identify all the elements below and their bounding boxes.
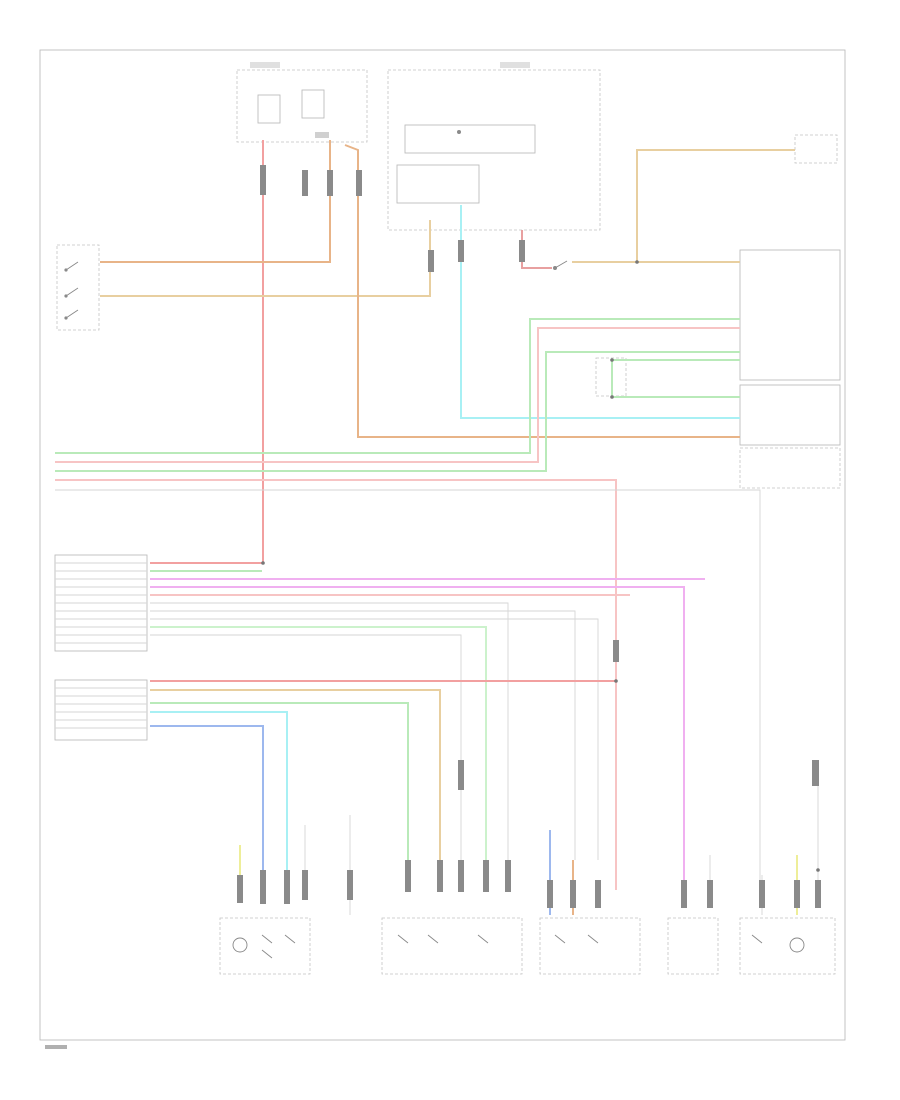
wire-green-top	[55, 318, 740, 454]
passenger-window-switch	[667, 917, 719, 975]
splice-dots	[261, 260, 820, 872]
top-right-component	[794, 134, 838, 164]
wire-red-center	[521, 230, 552, 269]
passenger-door-lock-actuator	[219, 917, 311, 975]
wire-tan-bcm-lower	[150, 689, 441, 890]
wire-gray-bcm-3	[150, 618, 599, 860]
wire-red-main	[150, 140, 264, 564]
wire-gray-bcm-2	[150, 610, 576, 860]
right-module-connector-low	[739, 447, 841, 489]
wire-magenta-down	[150, 586, 685, 900]
wire-gray-long	[55, 489, 761, 880]
wire-gray-bcm-1	[150, 602, 509, 880]
wire-pink-top	[55, 327, 740, 463]
body-control-module-upper	[54, 554, 148, 652]
right-rear-window-motor	[739, 917, 836, 975]
wire-cyan-bcm-lower	[150, 711, 288, 900]
left-switch-assembly	[56, 244, 100, 331]
wire-gray-bcm-4	[150, 634, 462, 890]
wire-pink-long	[55, 479, 617, 890]
footer-code	[45, 1045, 67, 1049]
wire-blue-bcm-lower	[150, 725, 264, 900]
wire-green-bcm-lower	[150, 702, 409, 890]
wire-tan-top-right	[636, 149, 795, 263]
top-left-fuse-block	[236, 62, 368, 143]
wire-orange-upper	[100, 140, 331, 263]
right-module-connector-top	[739, 249, 841, 381]
top-center-fuse-block	[387, 62, 601, 231]
wire-cyan-upper	[460, 205, 740, 419]
right-rear-door-lock-actuator	[539, 917, 641, 975]
wire-tan-switch	[100, 220, 431, 297]
right-module-connector-bottom	[739, 384, 841, 446]
wire-green-mid	[55, 351, 740, 472]
inline-connectors	[237, 165, 821, 908]
body-control-module-lower	[54, 679, 148, 741]
passenger-door-switch-assembly	[381, 917, 523, 975]
wire-orange-long	[344, 144, 740, 438]
wire-green-bcm-2	[150, 626, 487, 890]
wire-green-relay	[611, 359, 740, 398]
center-small-switch	[553, 260, 568, 270]
diagram-frame	[39, 49, 846, 1041]
